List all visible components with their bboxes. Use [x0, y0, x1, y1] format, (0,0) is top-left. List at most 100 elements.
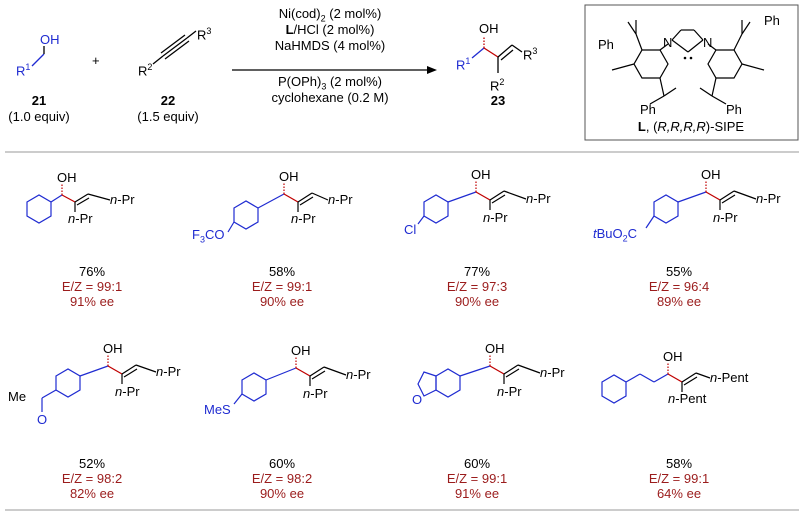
product-6-mes: MeS — [204, 402, 231, 417]
product-5-ez: E/Z = 98:2 — [61, 471, 123, 486]
product-2-ez: E/Z = 99:1 — [251, 279, 313, 294]
product-8-yield: 58% — [665, 456, 693, 471]
product-2-chain-bottom: n-Pr — [291, 211, 316, 226]
product-5-chain-right: n-Pr — [156, 364, 181, 379]
reaction-arrow — [232, 66, 437, 74]
product-2-oh: OH — [279, 169, 299, 184]
product-7-bonds — [417, 355, 541, 398]
product-23-r2: R2 — [490, 77, 505, 94]
product-4-chain-right: n-Pr — [756, 191, 781, 206]
product-4-chain-bottom: n-Pr — [713, 210, 738, 225]
reactant-21-r1: R1 — [16, 62, 31, 79]
product-1-ee: 91% ee — [69, 294, 115, 309]
product-1-yield: 76% — [78, 264, 106, 279]
product-2-f3co: F3CO — [192, 227, 225, 245]
reactant-21-bonds — [31, 53, 45, 67]
product-3-chain-bottom: n-Pr — [483, 210, 508, 225]
ligand-ph-left-top: Ph — [598, 37, 614, 52]
product-4-tbuo2c: tBuO2C — [593, 226, 638, 244]
product-4-results: 55% E/Z = 96:4 89% ee — [649, 264, 709, 309]
product-4-bonds — [645, 181, 757, 229]
ligand-ph-left-bottom: Ph — [640, 102, 656, 117]
product-3-results: 77% E/Z = 97:3 90% ee — [447, 264, 507, 309]
product-4-oh: OH — [701, 167, 721, 182]
product-7-oh: OH — [485, 341, 505, 356]
product-8-chain-right: n-Pent — [710, 370, 749, 385]
product-4-yield: 55% — [665, 264, 693, 279]
product-6-ez: E/Z = 98:2 — [251, 471, 313, 486]
product-23-bonds — [471, 36, 523, 73]
conditions-line-3: NaHMDS (4 mol%) — [274, 38, 386, 53]
product-6-ee: 90% ee — [259, 486, 305, 501]
product-8-ee: 64% ee — [656, 486, 702, 501]
ligand-n-left: N — [663, 35, 673, 50]
product-1-bonds — [26, 184, 111, 224]
product-2-chain-right: n-Pr — [328, 192, 353, 207]
product-6-chain-bottom: n-Pr — [303, 386, 328, 401]
product-6-oh: OH — [291, 343, 311, 358]
product-6-results: 60% E/Z = 98:2 90% ee — [252, 456, 312, 501]
product-5-chain-bottom: n-Pr — [115, 384, 140, 399]
product-1-chain-bottom: n-Pr — [68, 211, 93, 226]
product-3-cl: Cl — [404, 222, 417, 237]
product-2-bonds — [227, 183, 329, 233]
product-2-ee: 90% ee — [259, 294, 305, 309]
product-3-ez: E/Z = 97:3 — [446, 279, 508, 294]
product-2-results: 58% E/Z = 99:1 90% ee — [252, 264, 312, 309]
reactant-21-equiv: (1.0 equiv) — [8, 109, 70, 124]
product-4-ee: 89% ee — [656, 294, 702, 309]
product-1-ez: E/Z = 99:1 — [61, 279, 123, 294]
product-23-r1: R1 — [456, 56, 471, 73]
product-23-id: 23 — [490, 93, 506, 108]
conditions-line-2: L/HCl (2 mol%) — [285, 22, 375, 37]
product-8-oh: OH — [663, 349, 683, 364]
conditions-line-1: Ni(cod)2 (2 mol%) — [278, 6, 382, 24]
reactant-22-r2: R2 — [138, 62, 153, 79]
conditions-line-5: cyclohexane (0.2 M) — [271, 90, 389, 105]
reactant-21-id: 21 — [31, 93, 47, 108]
product-7-o: O — [412, 392, 423, 407]
conditions-line-4: P(OPh)3 (2 mol%) — [278, 74, 382, 92]
product-6-yield: 60% — [268, 456, 296, 471]
product-5-me: Me — [8, 389, 27, 404]
product-3-chain-right: n-Pr — [526, 191, 551, 206]
ligand-carbene-dots — [683, 56, 693, 60]
product-3-oh: OH — [471, 167, 491, 182]
ligand-bonds — [611, 20, 765, 105]
product-8-bonds — [601, 363, 711, 404]
reactant-22-id: 22 — [160, 93, 176, 108]
product-7-yield: 60% — [463, 456, 491, 471]
product-7-chain-right: n-Pr — [540, 365, 565, 380]
product-1-chain-right: n-Pr — [110, 192, 135, 207]
product-6-bonds — [233, 357, 347, 405]
product-23-oh: OH — [479, 21, 499, 36]
alkyne-bonds — [152, 30, 197, 65]
plus-sign: + — [92, 53, 100, 68]
ligand-caption: L, (R,R,R,R)-SIPE — [637, 119, 745, 134]
product-3-ee: 90% ee — [454, 294, 500, 309]
product-2-yield: 58% — [268, 264, 296, 279]
product-7-results: 60% E/Z = 99:1 91% ee — [447, 456, 507, 501]
product-7-ez: E/Z = 99:1 — [446, 471, 508, 486]
product-5-ee: 82% ee — [69, 486, 115, 501]
product-3-yield: 77% — [463, 264, 491, 279]
product-8-results: 58% E/Z = 99:1 64% ee — [649, 456, 709, 501]
reactant-22-r3: R3 — [197, 26, 212, 43]
product-1-results: 76% E/Z = 99:1 91% ee — [62, 264, 122, 309]
product-4-ez: E/Z = 96:4 — [648, 279, 710, 294]
product-8-ez: E/Z = 99:1 — [648, 471, 710, 486]
ligand-box — [584, 4, 799, 141]
product-7-chain-bottom: n-Pr — [497, 384, 522, 399]
product-8-chain-bottom: n-Pent — [668, 391, 707, 406]
product-5-oh: OH — [103, 341, 123, 356]
product-7-ee: 91% ee — [454, 486, 500, 501]
product-6-chain-right: n-Pr — [346, 367, 371, 382]
reactant-21-oh: OH — [40, 32, 60, 47]
ligand-ph-right-top: Ph — [764, 13, 780, 28]
product-5-bonds — [41, 355, 157, 412]
reactant-22-equiv: (1.5 equiv) — [137, 109, 199, 124]
product-5-o: O — [37, 412, 48, 427]
product-3-bonds — [417, 181, 527, 225]
ligand-n-right: N — [703, 35, 713, 50]
